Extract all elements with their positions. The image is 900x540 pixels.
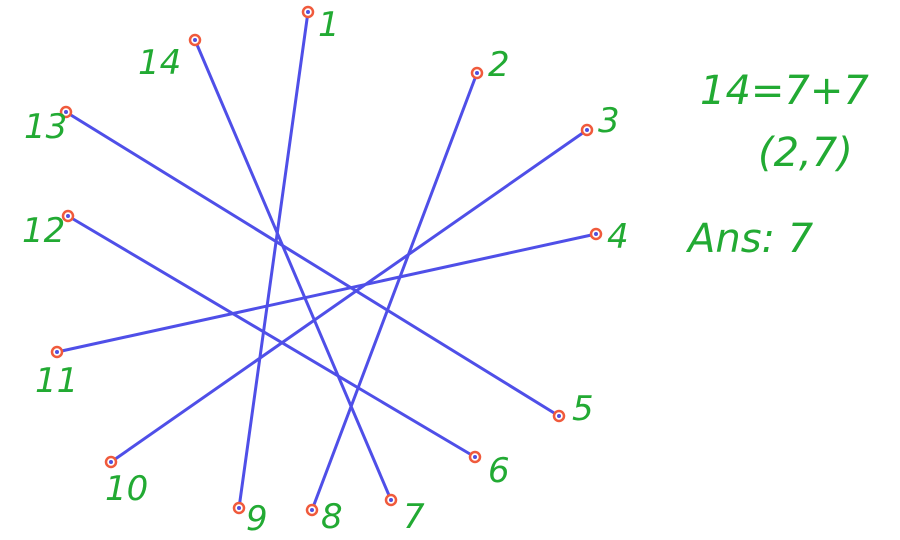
point-6 xyxy=(468,450,482,464)
note-pair: (2,7) xyxy=(758,130,853,176)
point-8 xyxy=(305,503,319,517)
point-13 xyxy=(59,105,73,119)
point-label-14: 14 xyxy=(138,43,181,83)
point-label-5: 5 xyxy=(572,389,594,429)
chord-5-13 xyxy=(64,110,561,418)
point-11 xyxy=(50,345,64,359)
point-label-12: 12 xyxy=(22,211,65,251)
point-label-9: 9 xyxy=(246,499,268,539)
point-5 xyxy=(552,409,566,423)
point-14 xyxy=(188,33,202,47)
point-2 xyxy=(470,66,484,80)
point-label-6: 6 xyxy=(488,451,510,491)
point-9 xyxy=(232,501,246,515)
chord-1-9 xyxy=(237,10,310,510)
point-label-8: 8 xyxy=(321,497,343,537)
point-label-1: 1 xyxy=(318,5,340,45)
point-markers xyxy=(50,5,603,517)
point-4 xyxy=(589,227,603,241)
handwritten-notes: 14=7+7 (2,7) Ans: 7 xyxy=(685,68,869,262)
chord-7-14 xyxy=(193,38,393,502)
point-label-11: 11 xyxy=(35,361,78,401)
point-1 xyxy=(301,5,315,19)
chord-3-10 xyxy=(109,128,589,464)
note-equation: 14=7+7 xyxy=(700,68,869,114)
point-label-10: 10 xyxy=(105,469,148,509)
point-label-7: 7 xyxy=(403,497,425,537)
chord-2-8 xyxy=(310,71,479,512)
point-label-13: 13 xyxy=(24,107,67,147)
point-label-4: 4 xyxy=(607,217,629,257)
point-label-2: 2 xyxy=(488,45,510,85)
chord-4-11 xyxy=(55,232,598,354)
point-12 xyxy=(61,209,75,223)
point-3 xyxy=(580,123,594,137)
point-label-3: 3 xyxy=(598,101,620,141)
chord-lines xyxy=(55,10,598,512)
chord-6-12 xyxy=(66,214,477,459)
point-10 xyxy=(104,455,118,469)
note-answer: Ans: 7 xyxy=(685,216,814,262)
point-7 xyxy=(384,493,398,507)
